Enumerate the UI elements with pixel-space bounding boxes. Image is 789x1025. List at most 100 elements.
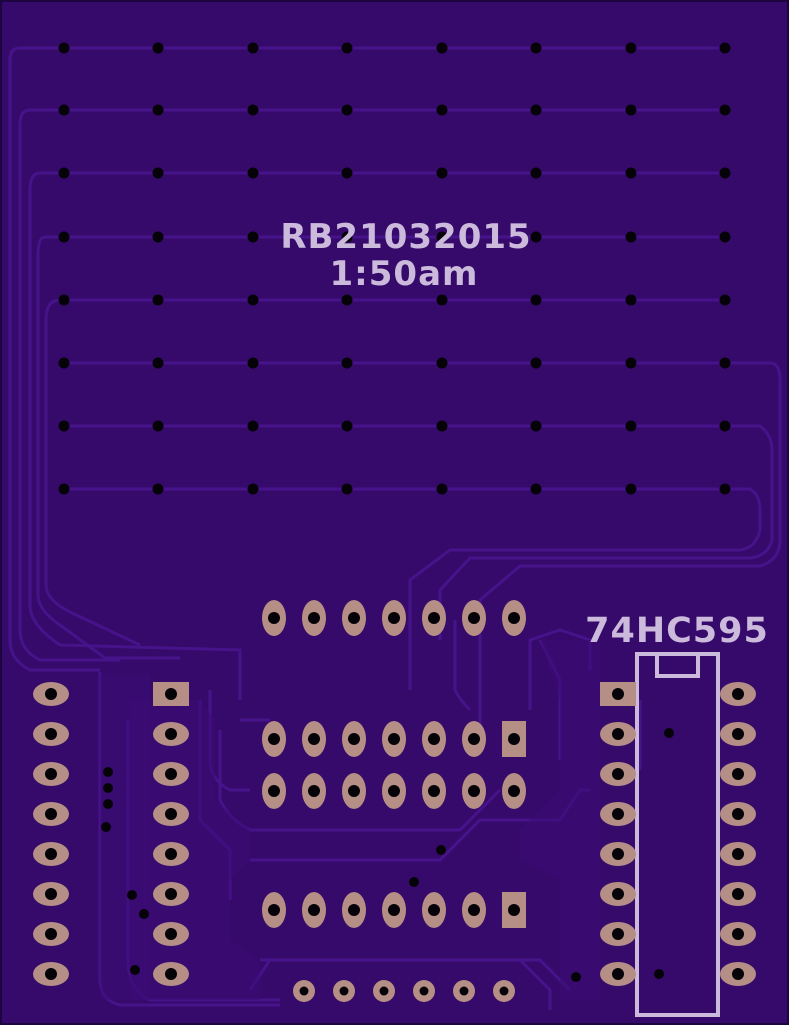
resistor-row-pad-hole — [428, 785, 440, 797]
ic-pad-hole — [612, 808, 624, 820]
led-hole — [247, 231, 259, 243]
led-hole — [719, 167, 731, 179]
pad-layer — [33, 600, 756, 1002]
led-hole — [719, 231, 731, 243]
top-row-pad-hole — [308, 612, 320, 624]
led-hole — [719, 420, 731, 432]
led-hole — [58, 483, 70, 495]
led-hole — [625, 294, 637, 306]
led-hole — [436, 231, 448, 243]
led-hole — [58, 231, 70, 243]
ground-pour — [520, 640, 600, 1000]
led-hole — [341, 231, 353, 243]
led-hole — [247, 357, 259, 369]
via — [664, 728, 674, 738]
ic-pad-hole — [732, 728, 744, 740]
led-hole — [152, 42, 164, 54]
left-header-pad-hole — [45, 928, 57, 940]
via — [103, 799, 113, 809]
led-hole — [436, 420, 448, 432]
left-header-pad-hole — [165, 888, 177, 900]
left-header-pad-hole — [165, 968, 177, 980]
connector-pad-hole — [379, 986, 389, 996]
left-header-pad-hole — [165, 848, 177, 860]
led-hole — [625, 167, 637, 179]
left-header-pad-hole — [45, 688, 57, 700]
led-hole — [247, 294, 259, 306]
connector-pad-hole — [339, 986, 349, 996]
via — [139, 909, 149, 919]
connector-pad-hole — [299, 986, 309, 996]
led-hole — [719, 42, 731, 54]
resistor-row-pad-hole — [468, 785, 480, 797]
ic-label: 74HC595 — [585, 611, 769, 651]
ic-pad-hole — [732, 768, 744, 780]
resistor-row-pad-hole — [428, 733, 440, 745]
led-hole — [247, 42, 259, 54]
led-hole — [152, 231, 164, 243]
led-hole — [58, 42, 70, 54]
led-hole — [341, 357, 353, 369]
led-hole — [58, 104, 70, 116]
led-hole — [152, 420, 164, 432]
via — [103, 783, 113, 793]
bottom-row-pad-hole — [388, 904, 400, 916]
ic-pad-hole — [732, 968, 744, 980]
led-hole — [719, 483, 731, 495]
left-header-pad-hole — [45, 968, 57, 980]
top-row-pad-hole — [348, 612, 360, 624]
resistor-row-pad-hole — [308, 733, 320, 745]
left-header-pad-hole — [45, 848, 57, 860]
connector-pad-hole — [499, 986, 509, 996]
top-row-pad-hole — [468, 612, 480, 624]
via — [436, 845, 446, 855]
via — [127, 890, 137, 900]
left-header-pad-hole — [165, 728, 177, 740]
led-hole — [530, 104, 542, 116]
led-hole — [341, 104, 353, 116]
led-hole — [341, 42, 353, 54]
connector-pad-hole — [459, 986, 469, 996]
led-hole — [625, 104, 637, 116]
led-hole — [341, 167, 353, 179]
via-layer — [101, 728, 674, 982]
resistor-row-pad-hole — [388, 785, 400, 797]
ic-pad-hole — [732, 848, 744, 860]
via — [103, 767, 113, 777]
led-hole — [341, 483, 353, 495]
resistor-row-pad-hole — [508, 733, 520, 745]
resistor-row-pad-hole — [348, 733, 360, 745]
via — [571, 972, 581, 982]
board-label-line2: 1:50am — [330, 254, 479, 294]
top-row-pad-hole — [508, 612, 520, 624]
board-label-line1: RB21032015 — [280, 217, 531, 257]
ic-pad-hole — [732, 888, 744, 900]
led-hole — [152, 167, 164, 179]
bottom-row-pad-hole — [308, 904, 320, 916]
ground-pour — [100, 675, 150, 1000]
led-hole — [58, 357, 70, 369]
ic-pad-hole — [612, 888, 624, 900]
led-hole — [247, 104, 259, 116]
led-hole — [436, 294, 448, 306]
ic-pad-hole — [612, 928, 624, 940]
left-header-pad-hole — [165, 768, 177, 780]
led-hole — [58, 167, 70, 179]
led-hole — [152, 104, 164, 116]
ic-pad-hole — [612, 728, 624, 740]
left-header-pad-hole — [45, 808, 57, 820]
bottom-row-pad-hole — [348, 904, 360, 916]
resistor-row-pad-hole — [348, 785, 360, 797]
led-hole — [530, 294, 542, 306]
led-hole — [247, 167, 259, 179]
led-hole — [530, 420, 542, 432]
ic-pad-hole — [732, 928, 744, 940]
led-hole — [530, 357, 542, 369]
led-hole — [530, 483, 542, 495]
led-hole — [625, 483, 637, 495]
bottom-row-pad-hole — [468, 904, 480, 916]
ic-pad-hole — [612, 768, 624, 780]
led-hole — [247, 420, 259, 432]
resistor-row-pad-hole — [468, 733, 480, 745]
